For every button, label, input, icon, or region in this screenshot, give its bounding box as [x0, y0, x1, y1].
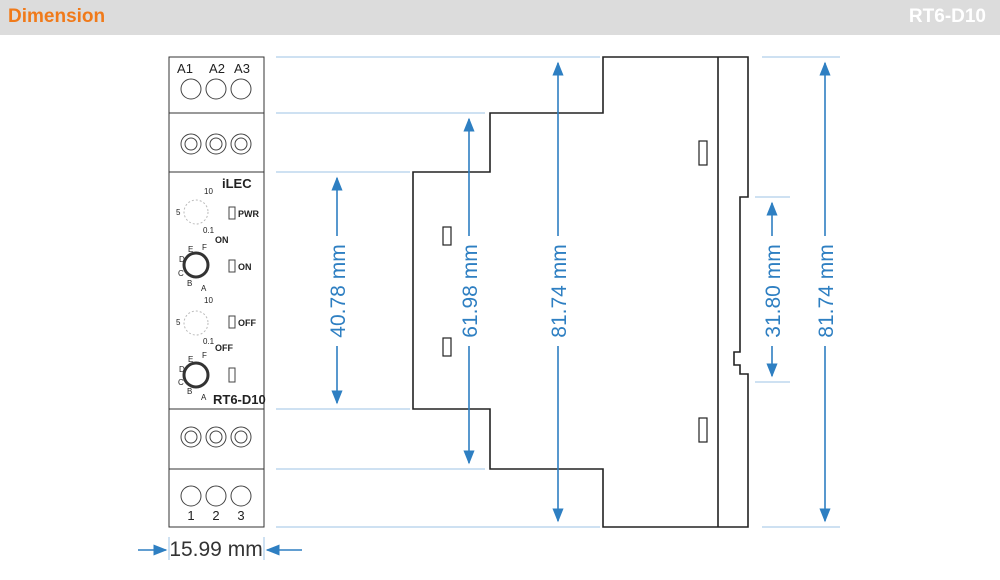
dimension-text-bg — [325, 236, 837, 346]
svg-text:C: C — [178, 269, 184, 278]
svg-text:A: A — [201, 284, 207, 293]
page-title: Dimension — [8, 6, 106, 27]
svg-text:10: 10 — [204, 187, 213, 196]
svg-text:E: E — [188, 355, 193, 364]
brand-logo: iLEC — [222, 176, 252, 191]
dim-total-height-right: 81.74 mm — [815, 244, 838, 337]
svg-text:5: 5 — [176, 208, 181, 217]
model-label: RT6-D10 — [213, 392, 266, 407]
led-aux — [228, 367, 236, 383]
led-off-label: OFF — [238, 318, 256, 328]
terminal-hole — [230, 485, 252, 507]
svg-text:0.1: 0.1 — [203, 337, 215, 346]
model-title: RT6-D10 — [908, 6, 986, 27]
dim-mid-height: 61.98 mm — [459, 244, 482, 337]
svg-text:D: D — [179, 365, 185, 374]
svg-text:D: D — [179, 255, 185, 264]
svg-text:5: 5 — [176, 318, 181, 327]
terminal-3-label: 3 — [237, 508, 244, 523]
dial-on-range: F E D C B A — [178, 243, 210, 293]
svg-text:B: B — [187, 387, 192, 396]
svg-text:F: F — [202, 243, 207, 252]
dial-off-time: 10 5 0.1 OFF — [176, 296, 233, 353]
terminal-hole — [205, 485, 227, 507]
dial-on-time: 10 5 0.1 ON — [176, 187, 229, 245]
terminal-2-label: 2 — [212, 508, 219, 523]
terminal-a3-label: A3 — [234, 61, 250, 76]
svg-text:0.1: 0.1 — [203, 226, 215, 235]
led-off — [228, 315, 236, 329]
svg-text:ON: ON — [215, 235, 229, 245]
dim-width: 15.99 mm — [169, 538, 262, 561]
svg-text:E: E — [188, 245, 193, 254]
front-view: A1 A2 A3 iLEC 10 5 0.1 ON PWR F E — [168, 56, 266, 528]
svg-text:B: B — [187, 279, 192, 288]
svg-text:F: F — [202, 351, 207, 360]
terminal-1-label: 1 — [187, 508, 194, 523]
extension-lines — [168, 56, 840, 560]
led-pwr-label: PWR — [238, 209, 259, 219]
screw-row-top — [180, 133, 252, 155]
dim-total-height: 81.74 mm — [548, 244, 571, 337]
svg-text:A: A — [201, 393, 207, 402]
dial-off-range: F E D C B A — [178, 351, 210, 402]
terminal-a1-label: A1 — [177, 61, 193, 76]
terminal-hole — [180, 78, 202, 100]
led-pwr — [228, 206, 236, 220]
dim-rail-height: 31.80 mm — [762, 244, 785, 337]
svg-text:OFF: OFF — [215, 343, 233, 353]
terminal-a2-label: A2 — [209, 61, 225, 76]
terminal-hole — [205, 78, 227, 100]
side-slots — [442, 140, 708, 443]
svg-text:C: C — [178, 378, 184, 387]
header-bar: Dimension RT6-D10 — [0, 0, 1000, 35]
dim-front-height: 40.78 mm — [327, 244, 350, 337]
screw-row-bottom — [180, 426, 252, 448]
terminal-hole — [180, 485, 202, 507]
terminal-hole — [230, 78, 252, 100]
led-on — [228, 259, 236, 273]
svg-text:10: 10 — [204, 296, 213, 305]
led-on-label: ON — [238, 262, 252, 272]
